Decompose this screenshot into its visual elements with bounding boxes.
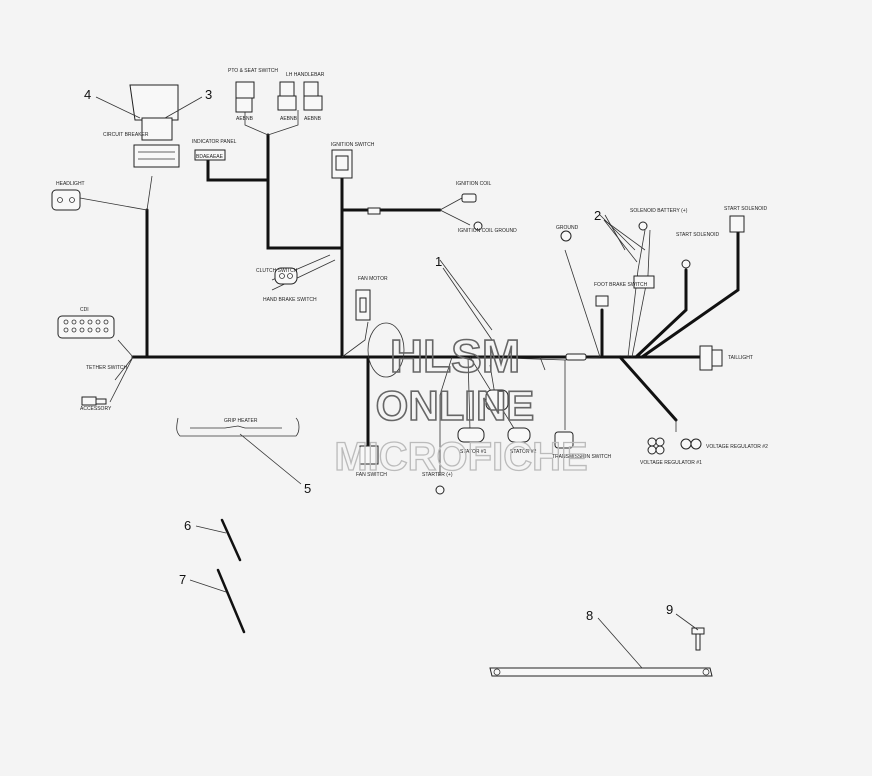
voltage-regulator-2-connector: [680, 438, 702, 450]
callout-1: 1: [435, 254, 442, 269]
ignition-coil-terminal: [461, 193, 483, 231]
label-start-solenoid-small: START SOLENOID: [676, 232, 719, 238]
label-taillight: TAILLIGHT: [728, 355, 753, 361]
grip-heater-connector: [485, 389, 509, 411]
ignition-switch-connector: [331, 149, 353, 179]
grip-heater-harness: [176, 417, 300, 437]
foot-brake-switch: [595, 295, 609, 307]
label-ignition-coil: IGNITION COIL: [456, 181, 492, 187]
label-accessory: ACCESSORY: [80, 406, 112, 412]
callout-3: 3: [205, 87, 212, 102]
ignition-branch-wire: [340, 208, 442, 250]
stator-1-connector: [457, 427, 485, 443]
battery-cable-8: [489, 667, 713, 677]
lh-handlebar-connectors: [277, 81, 323, 111]
ignition-inline-fuse: [367, 207, 381, 215]
callout-5: 5: [304, 481, 311, 496]
watermark-line-3: MICROFICHE: [334, 435, 587, 479]
ground-ring-terminal: [560, 230, 572, 242]
regulator-branch-wire: [618, 355, 678, 422]
label-solenoid-battery: SOLENOID BATTERY (+): [630, 208, 688, 214]
label-fan-switch: FAN SWITCH: [356, 472, 387, 478]
label-ignition-ground: IGNITION COIL GROUND: [458, 228, 517, 234]
label-connector-code-2: AEBNB: [280, 116, 298, 122]
label-ignition-switch: IGNITION SWITCH: [331, 142, 375, 148]
stator-2-connector: [507, 427, 531, 443]
fan-switch-connector: [359, 445, 379, 465]
start-solenoid-small-wire: [634, 268, 688, 359]
clutch-switch-connector: [274, 267, 298, 285]
pto-switch-connector: [235, 81, 255, 113]
bolt-9: [691, 627, 705, 651]
start-solenoid-small-terminal: [681, 259, 691, 269]
ground-wire-7: [216, 568, 246, 634]
handlebar-branch-wire: [266, 133, 344, 359]
voltage-regulator-1-connector: [647, 437, 665, 455]
label-lh-handlebar: LH HANDLEBAR: [286, 72, 325, 78]
label-headlight: HEADLIGHT: [56, 181, 85, 187]
label-grip-heater: GRIP HEATER: [224, 418, 258, 424]
watermark-line-2: ONLINE: [376, 382, 535, 429]
headlight-connector: [51, 189, 81, 211]
label-voltage-regulator-2: VOLTAGE REGULATOR #2: [706, 444, 768, 450]
fan-motor-connector: [355, 289, 371, 321]
label-start-solenoid: START SOLENOID: [724, 206, 767, 212]
indicator-panel-connector: [194, 149, 226, 161]
label-ground: GROUND: [556, 225, 579, 231]
label-clutch-switch: CLUTCH SWITCH: [256, 268, 298, 274]
label-stator-2: STATOR #2: [510, 449, 537, 455]
label-starter: STARTER (+): [422, 472, 453, 478]
cdi-connector: [57, 315, 115, 339]
fan-motor-loop: [367, 322, 405, 378]
callout-4: 4: [84, 87, 91, 102]
solenoid-battery-terminals: [633, 221, 655, 289]
ground-wire-6: [220, 518, 242, 562]
callout-leaders: [95, 96, 699, 669]
label-voltage-regulator-1: VOLTAGE REGULATOR #1: [640, 460, 702, 466]
label-trans-switch: TRANSMISSION SWITCH: [552, 454, 612, 460]
circuit-breaker-block: [129, 84, 180, 168]
start-solenoid-wire: [640, 226, 740, 359]
starter-ring-terminal: [435, 485, 445, 495]
label-circuit-breaker: CIRCUIT BREAKER: [103, 132, 149, 138]
callout-9: 9: [666, 602, 673, 617]
label-hand-brake: HAND BRAKE SWITCH: [263, 297, 317, 303]
label-stator-1: STATOR #1: [460, 449, 487, 455]
inline-fuse-holder: [565, 353, 587, 361]
label-tether-switch: TETHER SWITCH: [86, 365, 127, 371]
label-cdi: CDI: [80, 307, 89, 313]
indicator-branch-wire: [206, 156, 270, 182]
callout-7: 7: [179, 572, 186, 587]
callout-2: 2: [594, 208, 601, 223]
callout-6: 6: [184, 518, 191, 533]
transmission-switch-connector: [554, 431, 574, 449]
label-connector-code-3: AEBNB: [304, 116, 322, 122]
label-indicator-panel: INDICATOR PANEL: [192, 139, 237, 145]
label-fan-motor: FAN MOTOR: [358, 276, 388, 282]
callout-8: 8: [586, 608, 593, 623]
watermark-line-1: HLSM: [390, 330, 520, 382]
label-foot-brake: FOOT BRAKE SWITCH: [594, 282, 648, 288]
label-connector-code-4: BDAEAEAE: [196, 154, 224, 160]
label-connector-code-1: AEBNB: [236, 116, 254, 122]
accessory-connector: [81, 396, 107, 406]
label-pto-switch: PTO & SEAT SWITCH: [228, 68, 278, 74]
taillight-connector: [699, 345, 723, 371]
start-solenoid-connector: [729, 215, 745, 233]
